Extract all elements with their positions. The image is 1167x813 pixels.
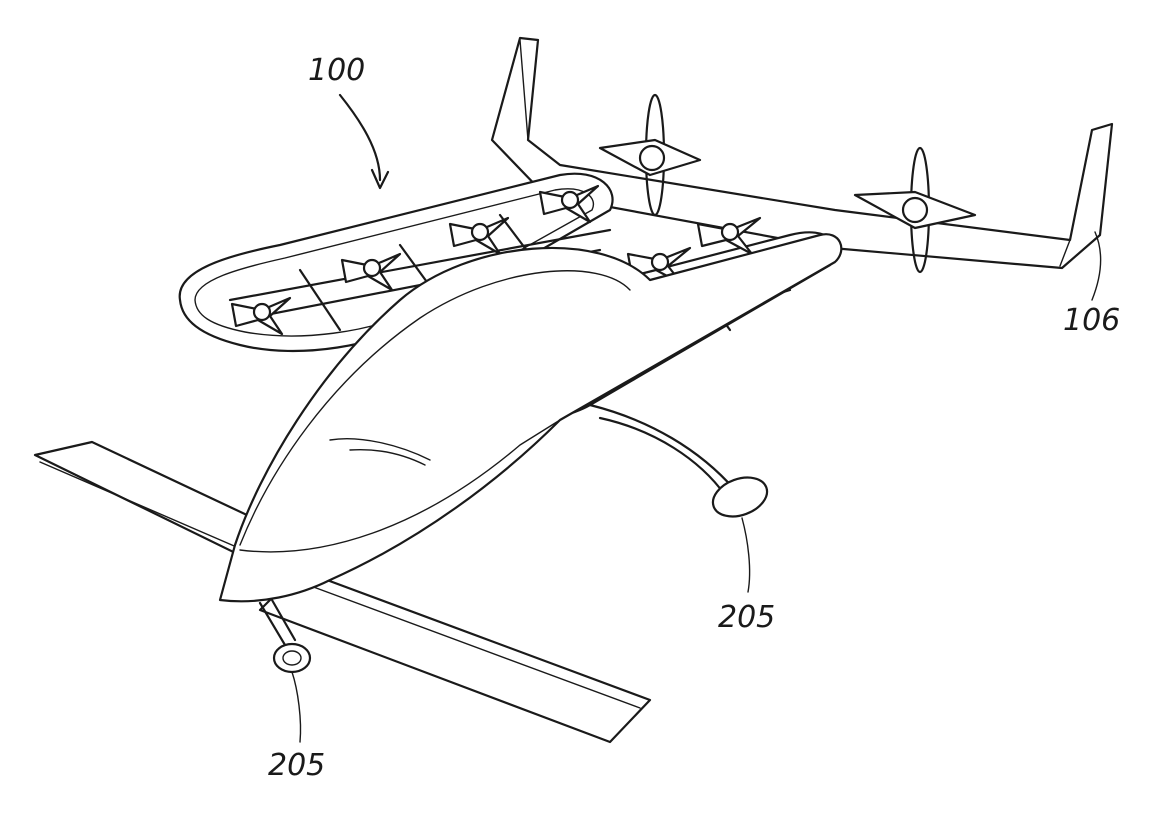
lift-rotors-left <box>230 184 600 336</box>
right-landing-gear <box>588 403 769 518</box>
label-106: 106 <box>1063 303 1120 338</box>
leader-205-right <box>741 517 751 593</box>
rear-propeller-left <box>598 93 702 217</box>
label-100: 100 <box>308 53 365 88</box>
rear-propeller-right <box>853 146 977 274</box>
leader-100-arrow <box>338 93 382 182</box>
arrow-head-icon <box>370 168 390 190</box>
leader-106 <box>1091 231 1102 301</box>
reference-labels: 100 106 205 205 <box>268 53 1120 783</box>
label-205-right: 205 <box>718 600 775 635</box>
label-205-left: 205 <box>268 748 325 783</box>
leader-205-left <box>291 671 302 743</box>
fuselage <box>218 233 843 603</box>
